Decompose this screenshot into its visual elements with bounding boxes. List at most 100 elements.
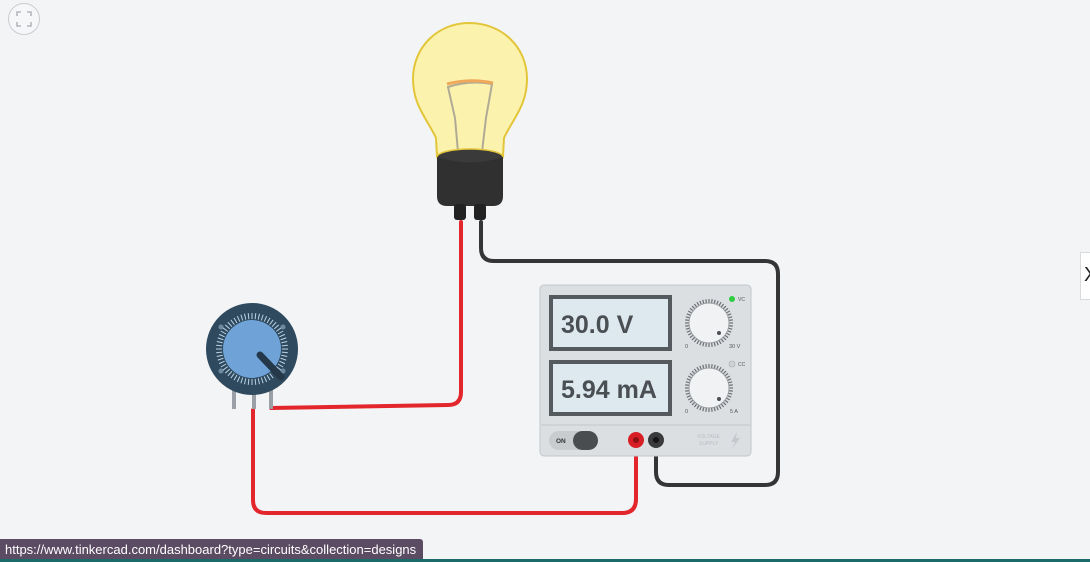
dial-tick bbox=[727, 395, 732, 398]
dial-tick bbox=[726, 332, 731, 336]
dial-tick bbox=[687, 310, 692, 314]
power-switch-label: ON bbox=[556, 438, 566, 445]
dial-tick bbox=[696, 301, 700, 306]
dial-tick bbox=[222, 327, 229, 332]
dial-tick bbox=[686, 313, 691, 316]
dial-tick bbox=[275, 327, 282, 332]
current-display bbox=[553, 364, 668, 412]
dial-tick bbox=[711, 407, 713, 412]
dial-tick bbox=[277, 330, 284, 335]
dial-tick bbox=[247, 313, 250, 320]
dial-tick bbox=[727, 330, 732, 333]
dial-tick bbox=[236, 315, 241, 322]
dial-tick bbox=[689, 334, 694, 339]
dial-tick bbox=[696, 405, 700, 410]
dial-tick bbox=[702, 407, 705, 412]
current-knob[interactable] bbox=[688, 367, 730, 409]
dial-tick bbox=[728, 325, 733, 327]
wire-potentiometer-to-supply-positive[interactable] bbox=[251, 408, 638, 515]
dial-tick bbox=[263, 315, 268, 322]
dial-tick bbox=[257, 313, 260, 320]
dial-tick bbox=[257, 378, 260, 385]
dial-tick bbox=[722, 336, 727, 341]
dial-tick bbox=[728, 316, 733, 319]
dial-tick bbox=[244, 378, 247, 385]
potentiometer-dial-ticks bbox=[216, 313, 288, 385]
dial-tick bbox=[269, 372, 274, 379]
dial-tick bbox=[233, 374, 238, 381]
dial-tick bbox=[718, 340, 722, 345]
wire-bulb-to-potentiometer[interactable] bbox=[269, 220, 463, 410]
dial-tick bbox=[685, 316, 690, 319]
dial-tick bbox=[281, 354, 288, 357]
voltage-knob[interactable] bbox=[688, 302, 730, 344]
dial-tick bbox=[711, 364, 713, 369]
dial-tick bbox=[685, 327, 690, 330]
dial-tick bbox=[279, 333, 286, 338]
dial-tick bbox=[713, 299, 716, 304]
voltage-knob-indicator bbox=[717, 331, 721, 335]
power-supply[interactable]: 30.0 V 5.94 mA 0 30 V VC 0 5 A CC ON VOL… bbox=[539, 284, 752, 457]
current-min-label: 0 bbox=[685, 409, 688, 415]
potentiometer[interactable] bbox=[206, 303, 298, 409]
dial-tick bbox=[281, 351, 288, 354]
dial-tick bbox=[271, 321, 277, 328]
dial-tick bbox=[713, 364, 716, 369]
dial-tick bbox=[711, 342, 713, 347]
dial-tick bbox=[686, 395, 691, 398]
dial-tick bbox=[722, 305, 727, 310]
dial-tick bbox=[254, 313, 257, 320]
dial-tick bbox=[713, 342, 716, 347]
brand-label-line2: SUPPLY bbox=[699, 441, 719, 447]
voltage-reading: 30.0 V bbox=[561, 311, 634, 339]
dial-tick bbox=[724, 372, 729, 377]
bulb-terminal-left[interactable] bbox=[454, 204, 466, 220]
light-bulb[interactable] bbox=[411, 21, 529, 220]
dial-tick bbox=[260, 314, 264, 321]
dial-tick bbox=[720, 403, 725, 408]
dial-tick bbox=[720, 303, 725, 308]
power-switch-knob bbox=[573, 431, 598, 450]
dial-tick bbox=[728, 319, 733, 321]
dial-tick bbox=[722, 401, 727, 406]
bulb-terminal-right[interactable] bbox=[474, 204, 486, 220]
current-knob-indicator bbox=[717, 397, 721, 401]
dial-tick bbox=[716, 406, 719, 411]
dial-tick bbox=[724, 399, 729, 404]
bulb-filament-glow bbox=[446, 79, 494, 86]
dial-tick bbox=[693, 303, 698, 308]
dial-tick bbox=[718, 366, 722, 371]
voltage-knob-ticks bbox=[685, 299, 733, 347]
dial-tick bbox=[718, 405, 722, 410]
dial-tick bbox=[275, 366, 282, 371]
dial-tick bbox=[705, 364, 707, 369]
dial-tick bbox=[266, 317, 271, 324]
dial-tick bbox=[711, 299, 713, 304]
fullscreen-button[interactable] bbox=[8, 3, 40, 35]
dial-tick bbox=[699, 365, 702, 370]
dial-tick bbox=[728, 327, 733, 330]
dial-tick bbox=[720, 338, 725, 343]
dial-tick bbox=[718, 301, 722, 306]
dial-tick bbox=[281, 341, 288, 344]
dial-tick bbox=[236, 376, 241, 383]
dial-tick bbox=[233, 317, 238, 324]
dial-tick bbox=[222, 366, 229, 371]
dial-tick bbox=[230, 319, 235, 326]
dial-tick bbox=[699, 341, 702, 346]
taskbar-edge bbox=[0, 559, 1090, 562]
dial-tick bbox=[728, 392, 733, 395]
current-max-label: 5 A bbox=[730, 409, 738, 415]
cc-indicator-light bbox=[728, 360, 736, 368]
dial-tick bbox=[728, 384, 733, 386]
dial-tick bbox=[247, 378, 250, 385]
dial-tick bbox=[726, 397, 731, 401]
side-panel-tab[interactable]: X bbox=[1080, 252, 1090, 300]
dial-tick bbox=[240, 314, 244, 321]
wire-bulb-to-supply-negative[interactable] bbox=[479, 220, 780, 487]
side-panel-tab-label: X bbox=[1084, 264, 1090, 286]
dial-tick bbox=[254, 378, 257, 385]
dial-tick bbox=[687, 332, 692, 336]
dial-tick bbox=[685, 384, 690, 386]
